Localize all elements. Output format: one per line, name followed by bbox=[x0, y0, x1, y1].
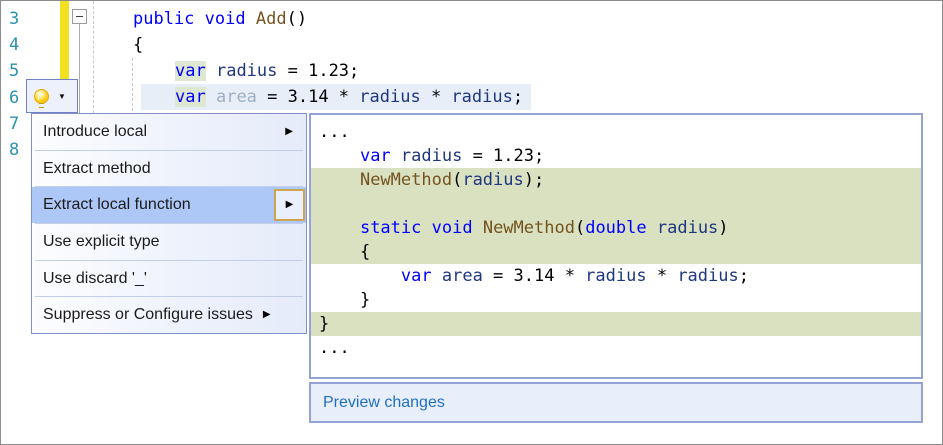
menu-item-suppress-or-configure[interactable]: Suppress or Configure issues ▶ bbox=[32, 297, 306, 333]
menu-item-extract-method[interactable]: Extract method bbox=[32, 151, 306, 187]
submenu-arrow-icon: ▶ bbox=[285, 125, 293, 137]
menu-item-use-explicit-type[interactable]: Use explicit type bbox=[32, 224, 306, 260]
code-line[interactable]: var radius = 1.23; bbox=[175, 61, 360, 81]
indent-guide bbox=[132, 58, 133, 111]
quick-actions-menu: Introduce local ▶ Extract method Extract… bbox=[31, 113, 307, 334]
preview-code-row-added bbox=[311, 192, 921, 216]
menu-item-label: Extract method bbox=[43, 159, 151, 177]
submenu-expand-button[interactable]: ▶ bbox=[274, 189, 305, 222]
menu-separator bbox=[35, 186, 303, 188]
preview-code-row-added: static void NewMethod(double radius) bbox=[311, 216, 921, 240]
menu-item-label: Use explicit type bbox=[43, 232, 160, 250]
fold-region-line bbox=[79, 24, 80, 113]
menu-separator bbox=[35, 223, 303, 225]
preview-code-row-added: NewMethod(radius); bbox=[311, 168, 921, 192]
submenu-arrow-icon: ▶ bbox=[262, 309, 271, 321]
indent-guide bbox=[93, 1, 94, 113]
code-line[interactable]: var area = 3.14 * radius * radius; bbox=[175, 87, 524, 107]
menu-separator bbox=[35, 149, 303, 151]
preview-code-row: var radius = 1.23; bbox=[359, 146, 545, 166]
preview-code-row-added: { bbox=[311, 240, 921, 264]
preview-code-row: ... bbox=[319, 338, 350, 358]
preview-code-row: var area = 3.14 * radius * radius; bbox=[400, 266, 749, 286]
line-number: 5 bbox=[9, 61, 20, 81]
menu-separator bbox=[35, 296, 303, 298]
chevron-down-icon[interactable]: ▼ bbox=[58, 91, 66, 101]
collapse-region-toggle[interactable] bbox=[72, 9, 87, 24]
line-number: 4 bbox=[9, 35, 20, 55]
line-number: 3 bbox=[9, 9, 20, 29]
track-changes-bar bbox=[60, 1, 69, 111]
submenu-arrow-icon: ▶ bbox=[285, 199, 294, 211]
preview-changes-link[interactable]: Preview changes bbox=[323, 393, 445, 411]
menu-item-use-discard[interactable]: Use discard '_' bbox=[32, 261, 306, 297]
code-line[interactable]: { bbox=[133, 35, 144, 55]
menu-item-label: Suppress or Configure issues bbox=[43, 306, 253, 324]
preview-footer: Preview changes bbox=[309, 382, 923, 423]
preview-code-row: ... bbox=[319, 122, 350, 142]
line-number: 8 bbox=[9, 140, 20, 160]
menu-separator bbox=[35, 259, 303, 261]
menu-item-label: Introduce local bbox=[43, 122, 148, 140]
preview-code-row-added: } bbox=[311, 312, 921, 336]
minus-icon bbox=[76, 16, 83, 17]
line-number: 7 bbox=[9, 114, 20, 134]
preview-code-row: } bbox=[319, 290, 371, 310]
line-number: 6 bbox=[9, 88, 20, 108]
code-line[interactable]: public void Add() bbox=[133, 9, 308, 29]
menu-item-extract-local-function[interactable]: Extract local function ▶ bbox=[32, 187, 306, 224]
lightbulb-icon bbox=[34, 88, 49, 108]
refactor-preview-pane: ... var radius = 1.23; NewMethod(radius)… bbox=[309, 113, 923, 379]
selected-statement-highlight bbox=[141, 84, 531, 110]
menu-item-label: Extract local function bbox=[43, 196, 191, 214]
menu-item-introduce-local[interactable]: Introduce local ▶ bbox=[32, 114, 306, 150]
menu-item-label: Use discard '_' bbox=[43, 269, 147, 287]
quick-actions-lightbulb-button[interactable]: ▼ bbox=[26, 79, 78, 113]
